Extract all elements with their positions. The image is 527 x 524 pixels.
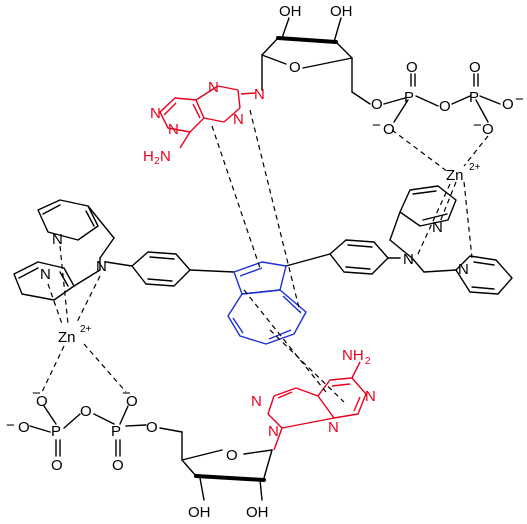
left-zinc-charge: 2+	[80, 324, 92, 335]
azulene-core	[227, 261, 307, 345]
top-adenine-n1: N	[150, 105, 161, 122]
bottom-adenine-amine-n: NH	[342, 347, 364, 364]
top-ester-oxygen: O	[371, 96, 383, 113]
top-bridge-oxygen: O	[439, 98, 451, 115]
top-phosphoryl-oxygen-2: O	[469, 59, 481, 76]
bottom-ribose-oh-left: OH	[188, 504, 211, 521]
top-adenine-n7: N	[208, 79, 219, 96]
bottom-phosphoryl-oxygen-1: O	[51, 457, 63, 474]
top-adenine	[159, 85, 256, 149]
left-dpa	[13, 199, 133, 301]
top-anionic-oxygen-1: O	[383, 121, 395, 138]
top-adenine-amine-h: H	[143, 148, 154, 165]
bottom-adenine	[267, 361, 367, 451]
left-zinc-symbol: Zn	[58, 329, 76, 346]
top-phosphoryl-oxygen-1: O	[406, 59, 418, 76]
top-ribose-oh-left: OH	[279, 3, 302, 20]
left-amine-n: N	[96, 258, 107, 275]
left-pyridine-2-n: N	[40, 266, 51, 283]
interaction-dashes	[41, 109, 489, 403]
right-pyridine-1-n: N	[432, 219, 443, 236]
top-terminal-oxygen: O	[502, 96, 514, 113]
left-zinc-ion: Zn 2+	[58, 324, 92, 346]
bottom-anionic-oxygen-1: O	[36, 393, 48, 410]
top-anionic-minus-1: −	[372, 117, 381, 134]
top-anionic-minus-2: −	[473, 117, 482, 134]
bottom-anionic-minus-2: −	[122, 385, 131, 402]
top-ribose-oh-right: OH	[330, 3, 353, 20]
top-anionic-oxygen-2: O	[482, 121, 494, 138]
top-ribose-ring-oxygen: O	[289, 59, 301, 76]
bottom-terminal-minus: −	[6, 417, 15, 434]
top-ribose	[261, 17, 371, 105]
right-phenyl	[285, 239, 401, 275]
bottom-anionic-oxygen-2: O	[126, 393, 138, 410]
bottom-adenine-n1: N	[365, 388, 376, 405]
bottom-ribose	[159, 427, 273, 501]
right-pyridine-2-n: N	[458, 261, 469, 278]
bottom-adenine-n9: N	[268, 423, 279, 440]
bottom-ester-oxygen: O	[146, 419, 158, 436]
top-adenine-amine-sub: 2	[154, 156, 160, 167]
left-phenyl	[131, 251, 235, 287]
bottom-adenine-n3: N	[328, 419, 339, 436]
right-zinc-ion: Zn 2+	[446, 162, 481, 184]
bottom-ribose-ring-oxygen: O	[226, 447, 238, 464]
top-terminal-minus: −	[515, 91, 524, 108]
right-zinc-symbol: Zn	[446, 167, 464, 184]
right-amine-n: N	[403, 251, 414, 268]
bottom-phosphorus-2: P	[111, 423, 121, 440]
top-phosphorus-1: P	[404, 89, 414, 106]
top-adenine-n9: N	[254, 86, 265, 103]
bottom-ribose-oh-right: OH	[246, 504, 269, 521]
bottom-terminal-oxygen: O	[18, 419, 30, 436]
bottom-diphosphate	[29, 405, 147, 457]
bottom-adenine-amine-sub: 2	[365, 356, 371, 367]
right-dpa	[389, 185, 513, 295]
right-zinc-charge: 2+	[469, 162, 481, 173]
bottom-phosphorus-1: P	[51, 423, 61, 440]
left-pyridine-1-n: N	[52, 231, 63, 248]
top-diphosphate	[383, 73, 501, 123]
bottom-anionic-minus-1: −	[32, 385, 41, 402]
top-adenine-n3: N	[233, 111, 244, 128]
bottom-phosphoryl-oxygen-2: O	[112, 457, 124, 474]
top-phosphorus-2: P	[469, 89, 479, 106]
bottom-bridge-oxygen: O	[80, 403, 92, 420]
bottom-adenine-n7: N	[251, 393, 262, 410]
top-adenine-n-ring: N	[168, 121, 179, 138]
top-adenine-amine-n: N	[160, 148, 171, 165]
